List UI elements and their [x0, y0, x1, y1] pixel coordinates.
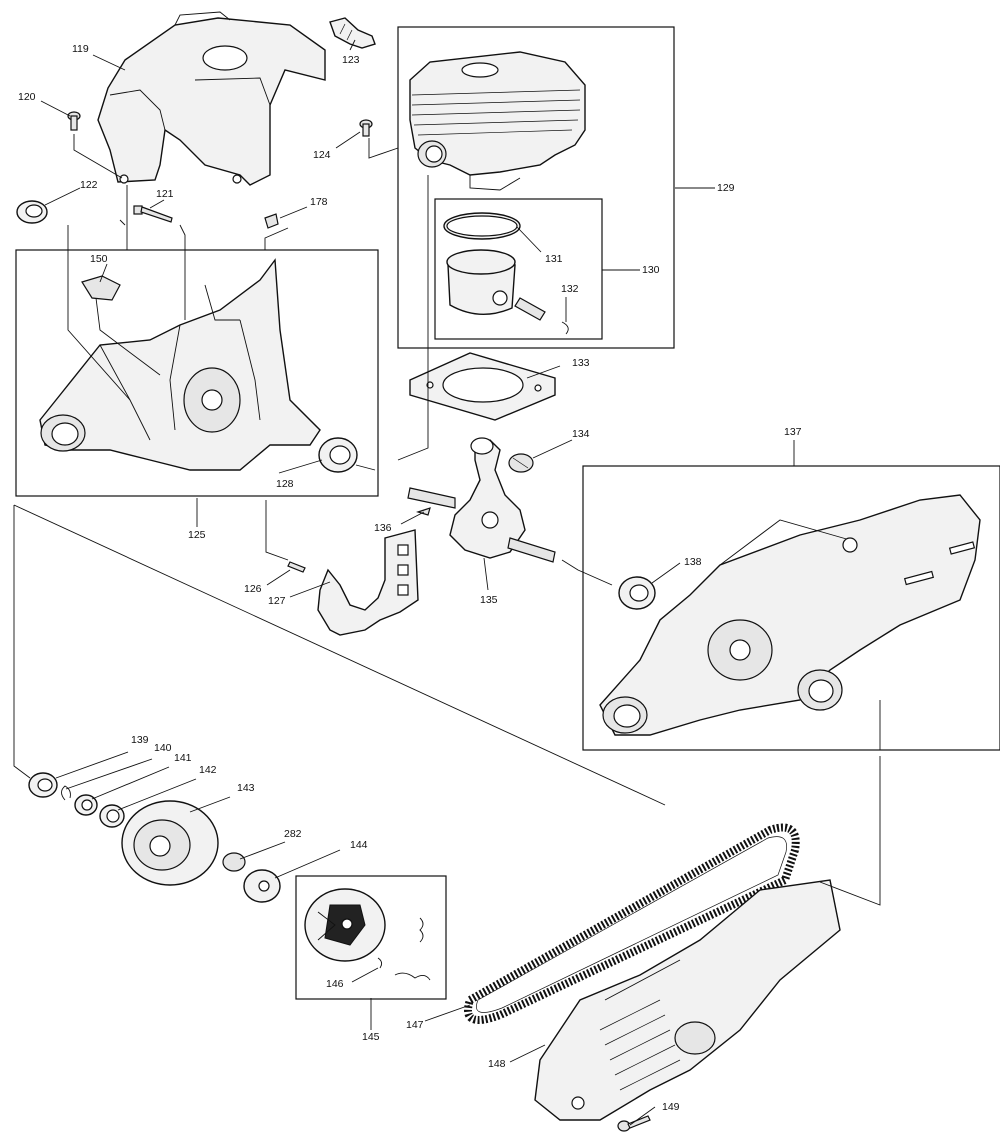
callout-138: 138	[684, 556, 702, 568]
callout-119: 119	[72, 43, 89, 55]
piston-ring-131	[443, 212, 521, 240]
callout-150: 150	[90, 253, 108, 265]
bearing-128	[318, 437, 358, 473]
belt-guard-148	[534, 879, 841, 1121]
needle-bearing-282	[222, 852, 246, 872]
box-129-cylinder	[397, 26, 675, 349]
callout-135: 135	[480, 594, 498, 606]
callout-148: 148	[488, 1058, 506, 1070]
needle-bearing-134	[508, 453, 534, 473]
callout-141: 141	[174, 752, 192, 764]
belt-inner-147	[476, 836, 787, 1013]
key-136	[416, 507, 431, 516]
screw-149	[617, 1115, 651, 1132]
clutch-145	[304, 888, 386, 962]
guard-127	[317, 529, 419, 636]
crankcase-125	[39, 258, 321, 471]
callout-149: 149	[662, 1101, 680, 1113]
gasket-133	[409, 352, 556, 421]
screw-120	[67, 111, 81, 131]
callout-labels: 119 120 121 122 123 124 125 126 127 128 …	[18, 43, 802, 1113]
callout-144: 144	[350, 839, 368, 851]
cylinder-129	[409, 51, 586, 191]
circlip-140	[61, 785, 71, 801]
callout-120: 120	[18, 91, 36, 103]
arm-137	[599, 494, 981, 736]
callout-136: 136	[374, 522, 392, 534]
callout-145: 145	[362, 1031, 380, 1043]
seal-122	[16, 200, 48, 224]
pin-126	[287, 561, 306, 573]
screw-124	[359, 119, 373, 137]
spring-146	[377, 917, 431, 981]
callout-146: 146	[326, 978, 344, 990]
clutch-drum-143	[121, 800, 219, 886]
callout-132: 132	[561, 283, 579, 295]
callout-143: 143	[237, 782, 255, 794]
bearing-139	[28, 772, 58, 798]
clip-178	[264, 213, 279, 229]
belt-147	[464, 823, 800, 1024]
box-137-arm	[582, 465, 1000, 751]
bearing-138	[618, 576, 656, 610]
callout-134: 134	[572, 428, 590, 440]
callout-130: 130	[642, 264, 660, 276]
callout-282: 282	[284, 828, 302, 840]
callout-133: 133	[572, 357, 590, 369]
callout-147: 147	[406, 1019, 424, 1031]
callout-123: 123	[342, 54, 360, 66]
callout-128: 128	[276, 478, 294, 490]
plate-150	[81, 275, 121, 301]
callout-121: 121	[156, 188, 174, 200]
callout-127: 127	[268, 595, 286, 607]
bolt-121	[133, 205, 173, 223]
washer-142	[99, 804, 125, 828]
washer-141	[74, 794, 98, 816]
callout-137: 137	[784, 426, 802, 438]
callout-129: 129	[717, 182, 735, 194]
callout-126: 126	[244, 583, 262, 595]
cylinder-cover-119	[97, 11, 326, 186]
callout-140: 140	[154, 742, 172, 754]
callout-124: 124	[313, 149, 331, 161]
box-125-crankcase	[15, 249, 379, 497]
leader-lines	[13, 39, 881, 1126]
callout-178: 178	[310, 196, 328, 208]
callout-139: 139	[131, 734, 149, 746]
washer-144	[243, 869, 281, 903]
callout-131: 131	[545, 253, 563, 265]
crankshaft-135	[407, 437, 556, 563]
piston-130	[446, 249, 569, 335]
spark-plug-123	[329, 17, 376, 49]
callout-125: 125	[188, 529, 206, 541]
callout-122: 122	[80, 179, 98, 191]
box-130-piston	[434, 198, 603, 340]
callout-142: 142	[199, 764, 217, 776]
